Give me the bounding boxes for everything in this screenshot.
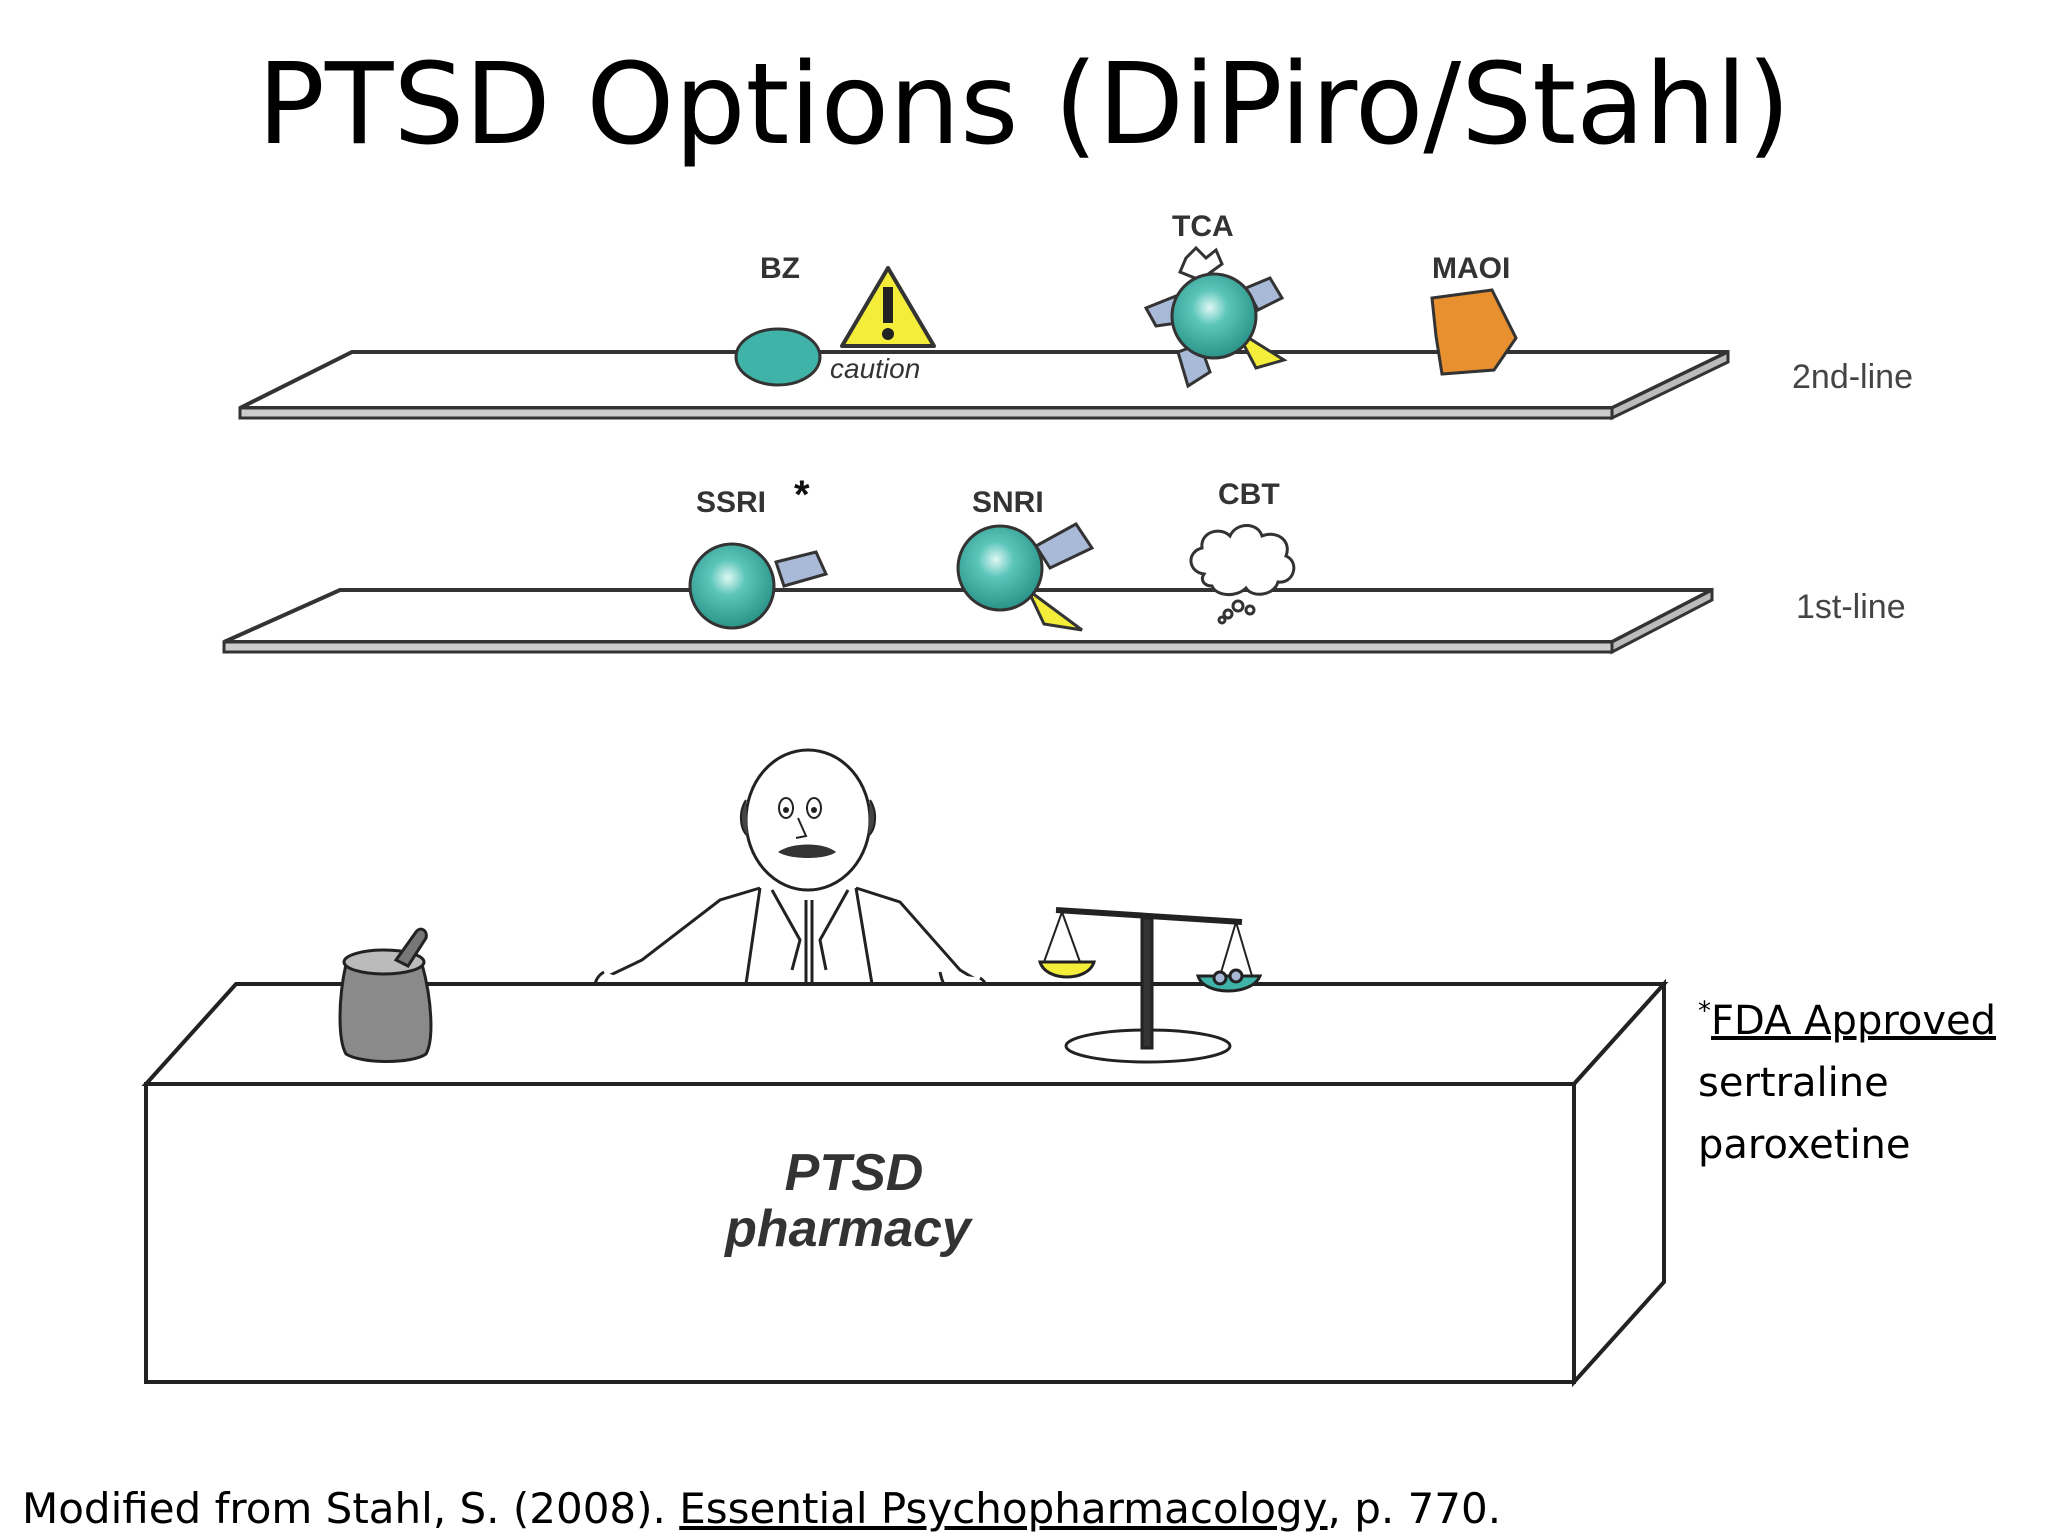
hexagon-pill-icon [1430,288,1518,376]
fda-approved-note: *FDA Approved sertraline paroxetine [1698,990,2038,1176]
ssri-asterisk: * [794,473,810,517]
pharmacy-counter [141,978,1669,1388]
citation-suffix: , p. 770. [1327,1484,1502,1533]
fda-drug-sertraline: sertraline [1698,1060,1889,1106]
counter-label-line1: PTSD [785,1144,924,1202]
balance-scale-icon [1037,907,1263,1064]
snri-molecule-icon [956,522,1095,632]
maoi-label: MAOI [1432,252,1510,285]
shelf-1st-line-label: 1st-line [1796,588,1906,626]
counter-label-line2: pharmacy [723,1200,974,1258]
caution-label: caution [830,353,920,384]
shelf-2nd-line-label: 2nd-line [1792,358,1913,396]
thought-cloud-icon [1189,524,1296,625]
oval-pill-icon [734,327,822,387]
tca-label: TCA [1172,210,1234,243]
shelf-2nd-line [238,349,1730,421]
slide-title: PTSD Options (DiPiro/Stahl) [257,40,1791,170]
citation-prefix: Modified from Stahl, S. (2008). [22,1484,680,1533]
pharmacist-head [740,748,876,892]
citation-book-title: Essential Psychopharmacology [679,1484,1328,1533]
shelf-1st-line [222,587,1714,655]
fda-asterisk: * [1698,996,1711,1027]
ssri-molecule-icon [688,542,829,630]
mortar-pestle-icon [338,927,433,1063]
ssri-label: SSRI [696,486,766,519]
fda-drug-paroxetine: paroxetine [1698,1122,1911,1168]
fda-heading: FDA Approved [1711,998,1997,1044]
bz-label: BZ [760,252,800,285]
tca-molecule-icon [1143,245,1288,389]
citation: Modified from Stahl, S. (2008). Essentia… [22,1482,2022,1536]
cbt-label: CBT [1218,478,1280,511]
snri-label: SNRI [972,486,1044,519]
warning-triangle-icon [840,266,936,348]
